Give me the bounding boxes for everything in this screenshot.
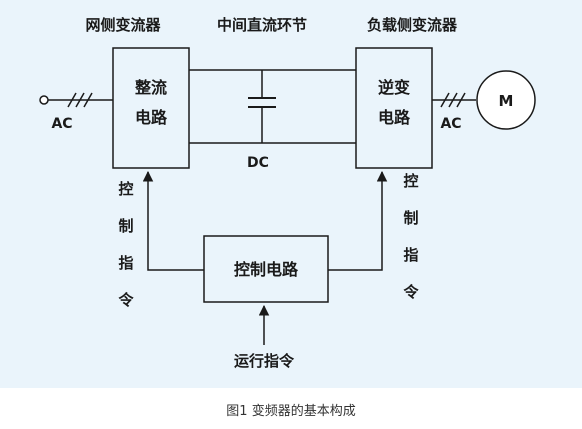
inverter-block: [355, 47, 433, 169]
control-command-left-char: 控: [118, 180, 133, 198]
control-command-left-char: 指: [118, 254, 133, 272]
rectifier-block: [112, 47, 190, 169]
control-command-right-char: 控: [403, 172, 418, 190]
control-command-right-char: 指: [403, 246, 418, 264]
inverter-label-line2: 电路: [378, 108, 411, 127]
motor-label: M: [499, 92, 514, 110]
dc-link-label: 中间直流环节: [217, 16, 307, 34]
control-command-left-label: 控 制 指 令: [118, 180, 134, 309]
figure-caption: 图1 变频器的基本构成: [226, 404, 356, 419]
grid-side-converter-label: 网侧变流器: [85, 16, 161, 34]
control-command-left-char: 制: [118, 217, 133, 235]
ac-input-line: [39, 92, 113, 108]
control-command-right-char: 制: [403, 209, 418, 227]
ac-output-label: AC: [440, 116, 461, 132]
motor-symbol: [476, 70, 536, 130]
load-side-converter-label: 负载侧变流器: [367, 16, 458, 34]
inverter-label-line1: 逆变: [378, 78, 410, 97]
rectifier-label-line1: 整流: [134, 78, 167, 97]
dc-label: DC: [247, 155, 269, 171]
control-command-right-label: 控 制 指 令: [403, 172, 419, 301]
control-to-rectifier-arrow: [142, 170, 204, 271]
control-circuit-block: [203, 235, 329, 303]
dc-capacitor: [248, 70, 276, 143]
control-command-right-char: 令: [403, 283, 419, 301]
ac-output-line: [432, 92, 476, 108]
ac-input-label: AC: [51, 116, 72, 132]
rectifier-label-line2: 电路: [135, 108, 168, 127]
run-command-label: 运行指令: [234, 352, 295, 370]
control-circuit-label: 控制电路: [234, 260, 299, 279]
control-command-left-char: 令: [118, 291, 134, 309]
diagram-background: [0, 0, 582, 388]
control-to-inverter-arrow: [328, 170, 388, 271]
